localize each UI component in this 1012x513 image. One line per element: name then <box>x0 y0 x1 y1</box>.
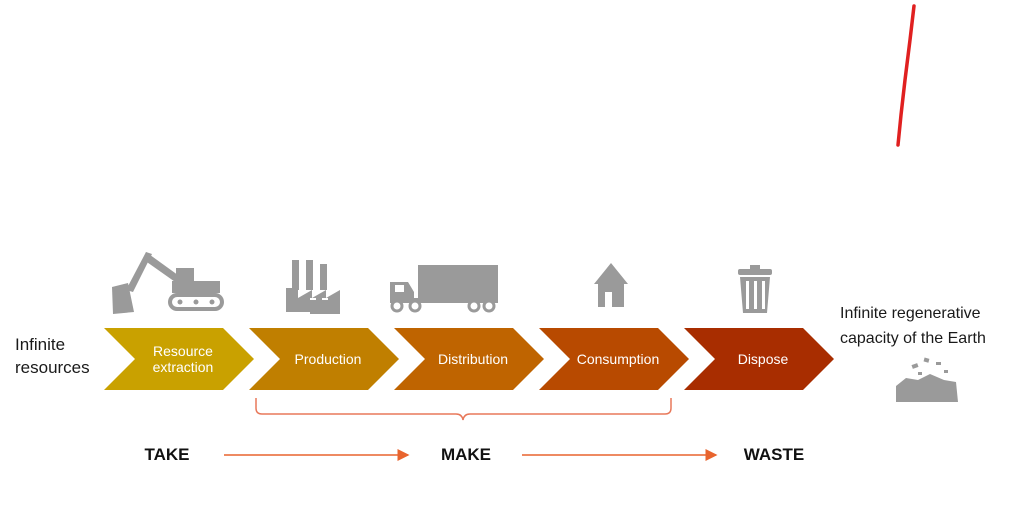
chevron-shape <box>394 328 544 390</box>
trash-can-icon <box>738 265 772 313</box>
make-brace <box>255 398 672 421</box>
phase-waste-label: WASTE <box>744 445 804 464</box>
chevron-stage-4: Consumption <box>539 328 689 390</box>
chevron-shape <box>104 328 254 390</box>
regenerative-capacity-label: Infinite regenerative capacity of the Ea… <box>840 305 986 347</box>
chevron-stage-3: Distribution <box>394 328 544 390</box>
infinite-resources-label: Infinite resources <box>15 335 90 377</box>
chevron-label: Production <box>295 351 362 367</box>
house-icon <box>594 263 628 307</box>
chevron-label: Consumption <box>577 351 660 367</box>
phase-take-label: TAKE <box>144 445 189 464</box>
chevron-stage-2: Production <box>249 328 399 390</box>
chevron-label: Distribution <box>438 351 508 367</box>
excavator-icon <box>112 252 224 314</box>
chevron-label: Dispose <box>738 351 789 367</box>
landfill-icon <box>896 357 958 402</box>
truck-icon <box>390 265 498 313</box>
chevron-shape <box>249 328 399 390</box>
factory-icon <box>286 260 340 314</box>
phase-make-label: MAKE <box>441 445 491 464</box>
chevron-shape <box>684 328 834 390</box>
chevron-shape <box>539 328 689 390</box>
annotation-stroke <box>896 4 916 147</box>
chevron-stage-5: Dispose <box>684 328 834 390</box>
